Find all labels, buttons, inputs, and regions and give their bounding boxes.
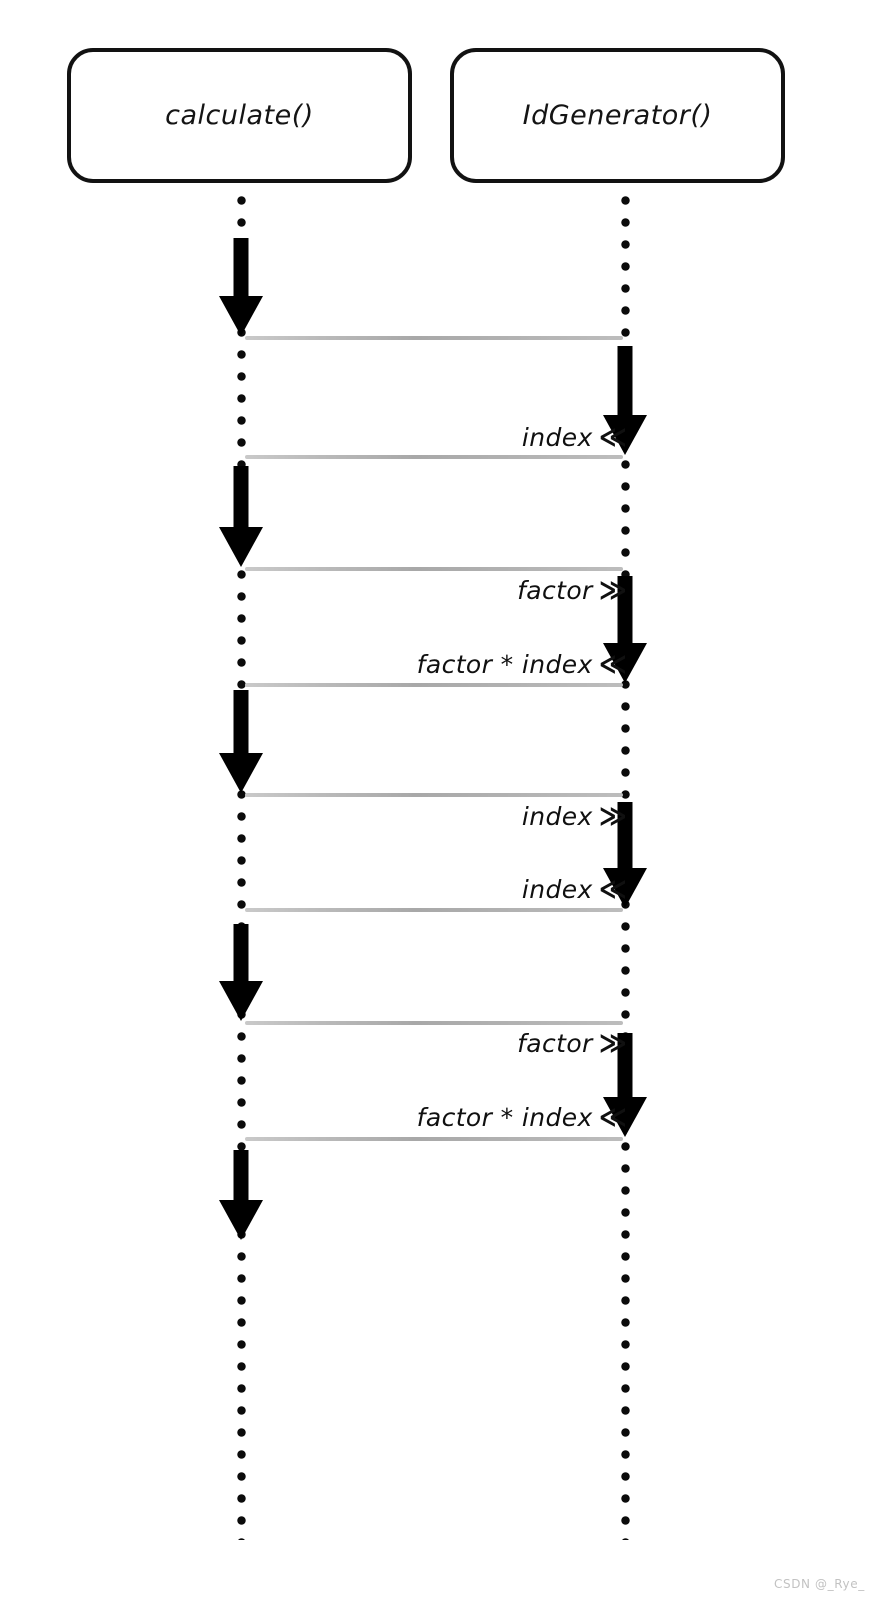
- activation-bar: [233, 690, 249, 759]
- activation-arrow-left: [219, 924, 263, 1021]
- activation-bar: [233, 466, 249, 533]
- activation-bar: [233, 924, 249, 987]
- arrowhead-down-icon: [603, 415, 647, 455]
- arrowhead-down-icon: [603, 868, 647, 908]
- participant-label-calculate: calculate(): [165, 100, 314, 131]
- message-line: [245, 793, 623, 797]
- message-label-text: index: [521, 802, 593, 831]
- activation-arrow-right: [603, 576, 647, 683]
- activation-bar: [617, 802, 633, 874]
- activation-arrow-left: [219, 238, 263, 336]
- message-line: [245, 908, 623, 912]
- activation-bar: [617, 576, 633, 649]
- message-line: [245, 336, 623, 340]
- arrowhead-down-icon: [603, 643, 647, 683]
- activation-bar: [617, 1033, 633, 1103]
- watermark-text: CSDN @_Rye_: [774, 1577, 865, 1591]
- activation-arrow-right: [603, 1033, 647, 1137]
- arrow-right-icon: ≫: [598, 1028, 627, 1059]
- arrow-left-icon: ≪: [598, 422, 627, 453]
- message-label-text: factor * index: [416, 1103, 593, 1132]
- message-label: factor≫: [517, 575, 627, 606]
- arrowhead-down-icon: [219, 753, 263, 793]
- message-label: index≪: [521, 874, 627, 905]
- message-label-text: index: [521, 423, 593, 452]
- arrowhead-down-icon: [219, 981, 263, 1021]
- message-line: [245, 683, 623, 687]
- activation-arrow-right: [603, 346, 647, 455]
- arrow-left-icon: ≪: [598, 649, 627, 680]
- participant-box-idgenerator[interactable]: IdGenerator(): [450, 48, 785, 183]
- arrow-left-icon: ≪: [598, 1102, 627, 1133]
- activation-bar: [617, 346, 633, 421]
- arrow-left-icon: ≪: [598, 874, 627, 905]
- lifeline-calculate: [237, 196, 246, 1540]
- message-label: index≫: [521, 801, 627, 832]
- activation-bar: [233, 238, 249, 302]
- message-label: factor * index≪: [416, 1102, 627, 1133]
- arrow-right-icon: ≫: [598, 801, 627, 832]
- message-label-text: factor * index: [416, 650, 593, 679]
- participant-box-calculate[interactable]: calculate(): [67, 48, 412, 183]
- message-label-text: factor: [517, 1029, 593, 1058]
- message-label: factor≫: [517, 1028, 627, 1059]
- activation-arrow-right: [603, 802, 647, 908]
- arrowhead-down-icon: [603, 1097, 647, 1137]
- message-label-text: index: [521, 875, 593, 904]
- activation-arrow-left: [219, 466, 263, 567]
- activation-arrow-left: [219, 690, 263, 793]
- arrow-right-icon: ≫: [598, 575, 627, 606]
- message-line: [245, 567, 623, 571]
- message-line: [245, 1137, 623, 1141]
- message-label-text: factor: [517, 576, 593, 605]
- participant-label-idgenerator: IdGenerator(): [522, 100, 713, 131]
- arrowhead-down-icon: [219, 527, 263, 567]
- activation-arrow-left: [219, 1150, 263, 1240]
- message-label: index≪: [521, 422, 627, 453]
- message-line: [245, 1021, 623, 1025]
- activation-bar: [233, 1150, 249, 1206]
- message-line: [245, 455, 623, 459]
- arrowhead-down-icon: [219, 296, 263, 336]
- arrowhead-down-icon: [219, 1200, 263, 1240]
- message-label: factor * index≪: [416, 649, 627, 680]
